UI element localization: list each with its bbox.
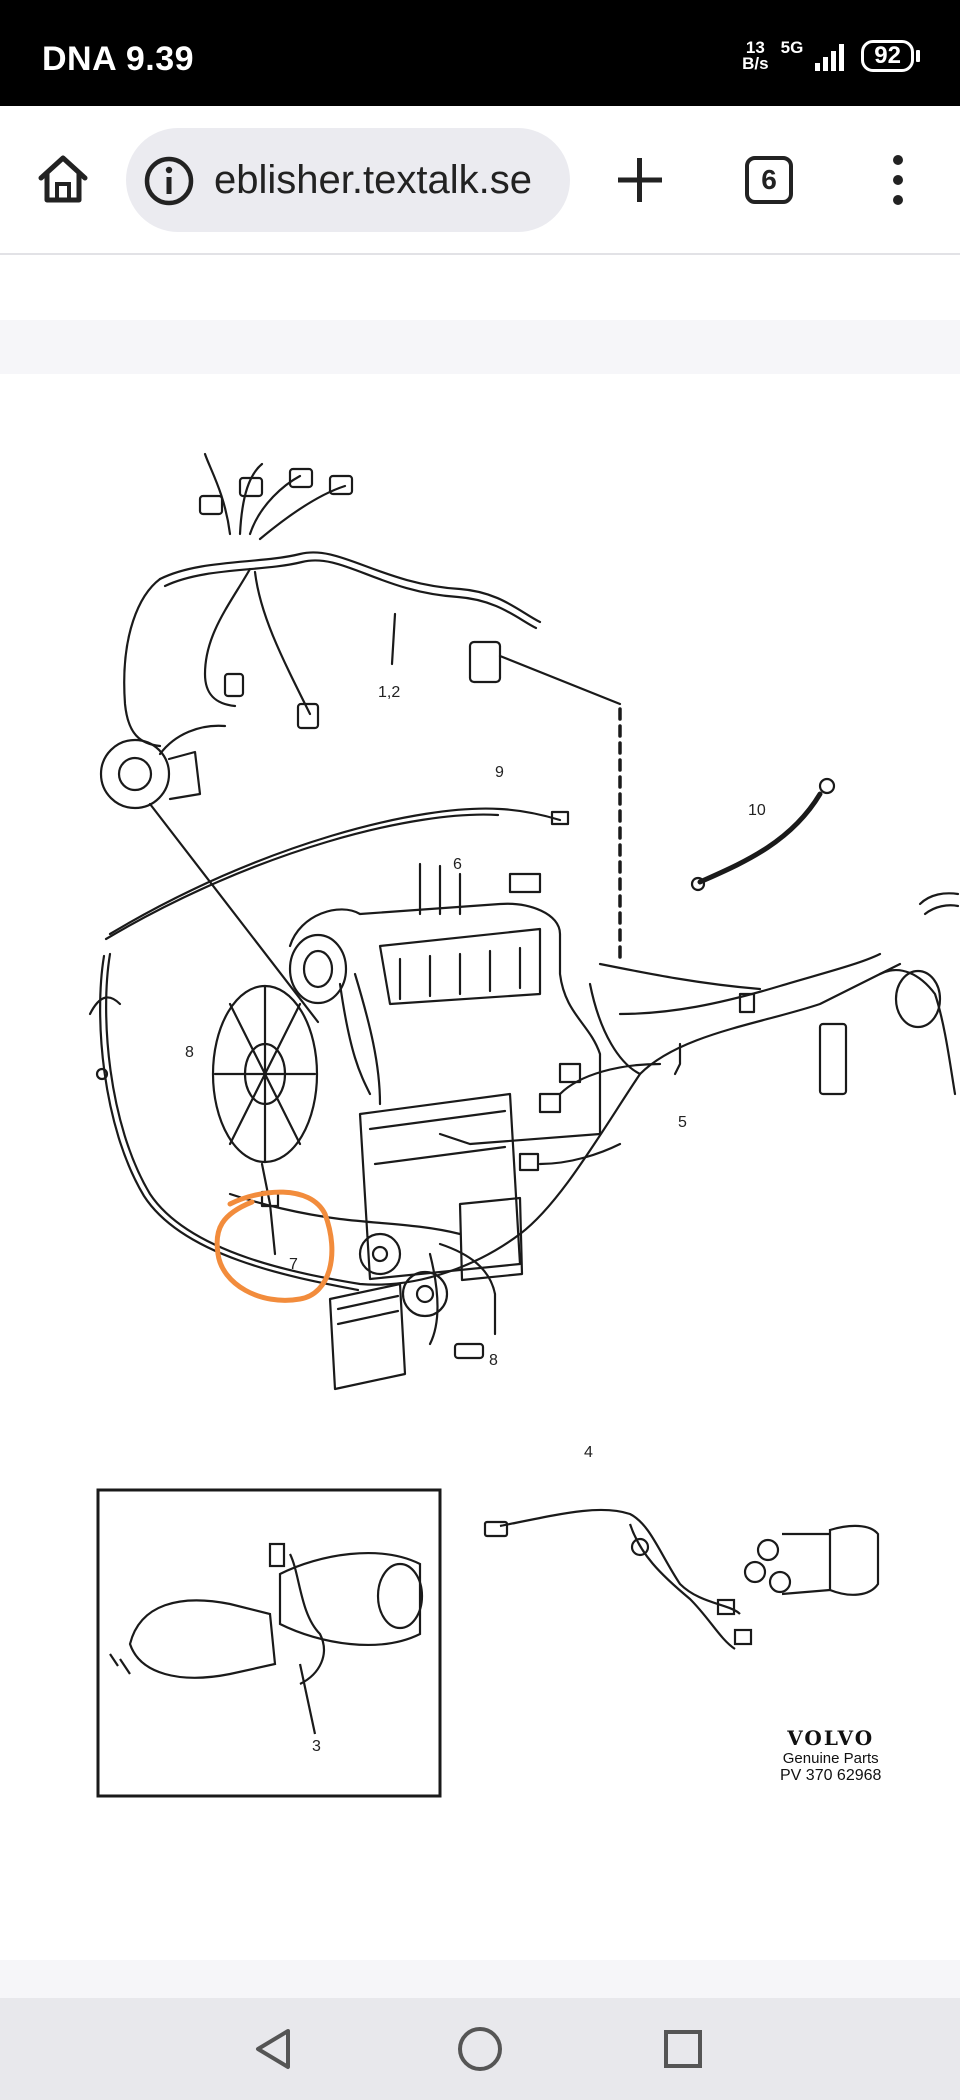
tabs-icon[interactable]: 6 xyxy=(745,156,793,204)
callout-10: 10 xyxy=(748,802,766,819)
home-circle-icon[interactable] xyxy=(456,2025,504,2073)
brand-code: PV 370 62968 xyxy=(780,1767,882,1784)
home-icon[interactable] xyxy=(36,152,90,206)
status-bar: DNA 9.39 13 B/s 5G 92 xyxy=(0,0,960,106)
engine xyxy=(288,862,602,1146)
callout-9: 9 xyxy=(495,764,504,781)
part-7-wire xyxy=(260,1162,277,1256)
status-indicators: 13 B/s 5G 92 xyxy=(742,36,920,76)
network-type: 5G xyxy=(780,38,804,57)
more-vertical-icon[interactable] xyxy=(880,150,916,210)
url-text[interactable]: eblisher.textalk.se xyxy=(214,158,532,202)
callout-6: 6 xyxy=(453,856,462,873)
recents-icon[interactable] xyxy=(662,2028,704,2070)
harness-4 xyxy=(483,1508,880,1650)
battery-level: 92 xyxy=(861,40,914,72)
battery-tip xyxy=(916,50,920,62)
inset-starter xyxy=(96,1488,442,1798)
brand-subtitle: Genuine Parts xyxy=(782,1750,879,1767)
signal-icon xyxy=(815,44,845,71)
back-icon[interactable] xyxy=(250,2026,296,2072)
callout-1-2: 1,2 xyxy=(378,684,401,701)
system-nav-bar xyxy=(0,1998,960,2100)
callout-5: 5 xyxy=(678,1114,687,1131)
network-speed-value: 13 xyxy=(745,38,765,57)
fan xyxy=(211,984,319,1164)
brand-name: VOLVO xyxy=(787,1726,875,1750)
parts-diagram[interactable]: 1,2 9 10 6 8 5 7 8 4 3 VOLVO Genuine Par… xyxy=(0,374,960,1960)
browser-toolbar: eblisher.textalk.se 6 xyxy=(0,106,960,255)
harness-8 xyxy=(228,1192,497,1391)
page-gap-bottom xyxy=(0,1960,960,1998)
status-time: DNA 9.39 xyxy=(42,40,195,78)
motor-top-left xyxy=(99,724,320,1024)
harness-5 xyxy=(88,892,960,1292)
callout-7: 7 xyxy=(289,1256,298,1273)
address-bar[interactable]: eblisher.textalk.se xyxy=(126,128,570,232)
page-gap-top xyxy=(0,320,960,374)
wiring-diagram-drawing xyxy=(88,452,960,1798)
callout-8-lower: 8 xyxy=(489,1352,498,1369)
callout-4: 4 xyxy=(584,1444,593,1461)
harness-1-2 xyxy=(123,452,622,966)
highlight-circle xyxy=(214,1189,335,1303)
airbox xyxy=(358,1092,524,1282)
volvo-brand-block: VOLVO Genuine Parts PV 370 62968 xyxy=(780,1726,881,1785)
wire-9 xyxy=(108,807,562,936)
callout-8-upper: 8 xyxy=(185,1044,194,1061)
network-speed: 13 B/s xyxy=(742,38,769,73)
strap-10 xyxy=(697,791,823,885)
plus-icon[interactable] xyxy=(612,152,668,208)
network-speed-unit: B/s xyxy=(742,54,769,73)
battery-icon: 92 xyxy=(861,40,920,72)
callout-3: 3 xyxy=(312,1738,321,1755)
info-icon[interactable] xyxy=(142,154,196,208)
